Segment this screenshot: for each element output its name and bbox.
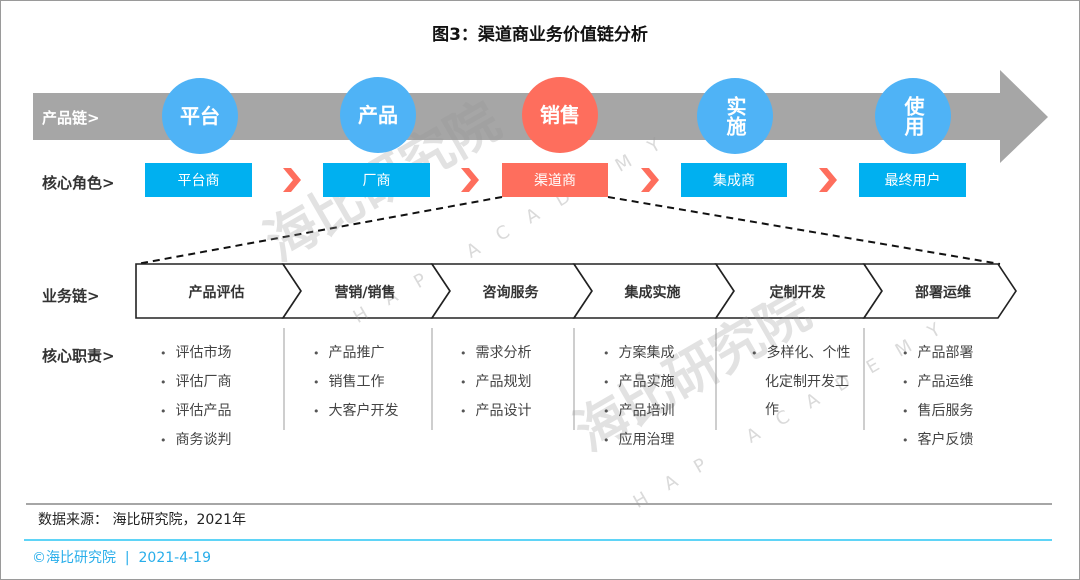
duty-item: 产品部署	[902, 339, 974, 368]
product-chain-label: 产品链>	[42, 109, 100, 127]
segment-integration: 集成实施	[624, 285, 681, 301]
zoom-dashed-line-left	[136, 196, 503, 265]
data-source: 数据来源： 海比研究院，2021年	[38, 512, 247, 528]
segment-custom-dev: 定制开发	[769, 285, 826, 301]
segment-marketing-sales: 营销/销售	[334, 285, 396, 301]
zoom-dashed-line-right	[607, 196, 1001, 265]
duties-column: 需求分析 产品规划 产品设计	[460, 339, 532, 426]
duty-separators	[283, 328, 865, 430]
segment-consulting: 咨询服务	[482, 285, 539, 301]
chevron-icon	[283, 168, 301, 192]
role-platform-vendor: 平台商	[145, 163, 252, 197]
duties-column: 产品部署 产品运维 售后服务 客户反馈	[902, 339, 974, 455]
duty-item: 产品培训	[603, 397, 675, 426]
role-integrator: 集成商	[681, 163, 787, 197]
duty-item: 方案集成	[603, 339, 675, 368]
business-chain-label: 业务链>	[42, 287, 100, 305]
duty-item: 产品推广	[313, 339, 399, 368]
duty-item: 产品规划	[460, 368, 532, 397]
duty-item: 需求分析	[460, 339, 532, 368]
stage-implementation: 实施	[697, 78, 773, 154]
duties-column: 方案集成 产品实施 产品培训 应用治理	[603, 339, 675, 455]
duty-item: 产品实施	[603, 368, 675, 397]
duty-item: 产品设计	[460, 397, 532, 426]
role-chevrons	[283, 168, 837, 192]
core-roles-label: 核心角色>	[42, 174, 115, 192]
duties-column: 评估市场 评估厂商 评估产品 商务谈判	[160, 339, 232, 455]
duty-item: 评估市场	[160, 339, 232, 368]
stage-sales: 销售	[522, 77, 598, 153]
duty-item: 销售工作	[313, 368, 399, 397]
segment-product-evaluation: 产品评估	[188, 285, 245, 301]
business-chain-strip	[135, 263, 1017, 319]
duty-item: 大客户开发	[313, 397, 399, 426]
duty-item: 评估厂商	[160, 368, 232, 397]
duty-item: 客户反馈	[902, 426, 974, 455]
duty-item: 产品运维	[902, 368, 974, 397]
duty-item: 评估产品	[160, 397, 232, 426]
role-channel-vendor: 渠道商	[502, 163, 608, 197]
stage-usage: 使用	[875, 78, 951, 154]
duties-column: 产品推广 销售工作 大客户开发	[313, 339, 399, 426]
duty-item: 多样化、个性化定制开发工作	[751, 339, 851, 424]
role-end-user: 最终用户	[859, 163, 966, 197]
duty-item: 应用治理	[603, 426, 675, 455]
duty-item: 商务谈判	[160, 426, 232, 455]
copyright: ©海比研究院 | 2021-4-19	[32, 550, 211, 566]
chevron-icon	[461, 168, 479, 192]
core-duties-label: 核心职责>	[42, 347, 115, 365]
stage-product: 产品	[340, 77, 416, 153]
segment-deployment-ops: 部署运维	[915, 285, 971, 301]
role-manufacturer: 厂商	[323, 163, 430, 197]
stage-platform: 平台	[162, 78, 238, 154]
page-title: 图3：渠道商业务价值链分析	[432, 25, 648, 45]
chevron-icon	[641, 168, 659, 192]
duty-item: 售后服务	[902, 397, 974, 426]
chevron-icon	[819, 168, 837, 192]
duties-column: 多样化、个性化定制开发工作	[751, 339, 851, 424]
